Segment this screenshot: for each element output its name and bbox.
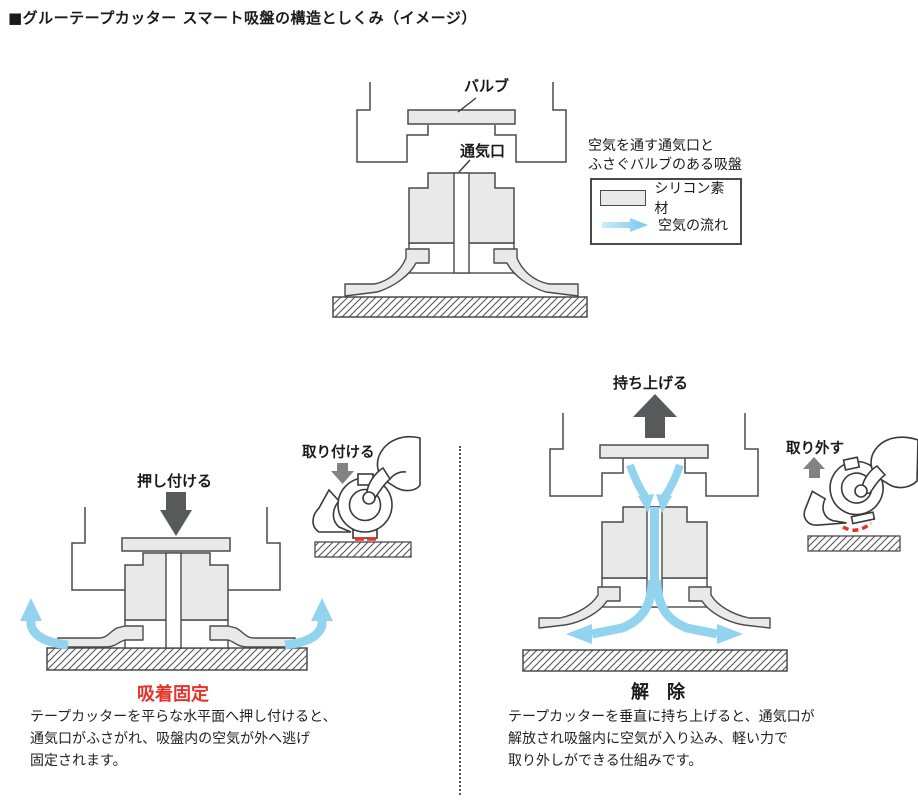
lift-label: 持ち上げる [613,374,689,392]
lift-up-arrow-icon [633,394,677,438]
housing-right [494,82,567,163]
legend-airflow-label: 空気の流れ [658,218,728,234]
suction-cup-left [344,248,430,297]
release-description: テープカッターを垂直に持ち上げると、通気口が 解放され吸盤内に空気が入り込み、軽… [508,706,815,772]
vent-channel [453,172,470,274]
cutter-stand [312,488,352,533]
section-divider [459,446,461,795]
ground-surface [522,649,788,672]
detach-hand-illustration [803,436,918,552]
legend-silicone-label: シリコン素材 [654,181,725,217]
legend-row-airflow: 空気の流れ [600,214,732,236]
cutter-stand [803,490,847,527]
release-caption: 解 除 [631,682,685,703]
fixed-description: テープカッターを平らな水平面へ押し付けると、 通気口がふさがれ、吸盤内の空気が外… [30,706,337,772]
legend-box: シリコン素材 空気の流れ [590,178,742,245]
suction-cup-right [493,248,579,297]
valve-bar-open [599,444,709,459]
valve-label: バルブ [464,77,510,95]
suction-cup-right [688,586,771,629]
ground-surface [807,535,901,552]
legend-note-line2: ふさぐバルブのある吸盤 [588,157,742,173]
press-down-arrow-icon [160,492,192,536]
suction-cup-right-flattened [209,625,296,648]
release-description-line2: 解放され吸盤内に空気が入り込み、軽い力で [508,731,788,747]
hand-lifting [854,436,918,498]
air-intake-arrows [566,463,743,644]
legend-note: 空気を通す通気口と ふさぐバルブのある吸盤 [588,137,742,175]
valve-bar-closed [121,537,231,552]
airflow-arrow-icon [602,218,648,232]
housing-left [71,507,125,591]
legend-row-silicone: シリコン素材 [600,181,732,217]
press-label: 押し付ける [137,472,213,490]
legend-note-line1: 空気を通す通気口と [588,138,714,154]
attach-hand-illustration [312,436,421,558]
valve-leader-line [457,97,477,113]
housing-right [684,413,759,497]
flow-arrowhead-left-icon [20,598,42,621]
fixed-caption: 吸着固定 [137,684,209,705]
vent-label: 通気口 [460,142,506,160]
attach-label: 取り付ける [302,445,375,461]
fixed-description-line2: 通気口がふさがれ、吸盤内の空気が外へ逃げ [30,731,311,747]
detach-label: 取り外す [786,441,844,457]
valve-bar [407,109,516,125]
ground-surface [46,647,308,671]
flow-arrowhead-left-icon [566,624,592,644]
housing-right [228,507,281,591]
detach-arrow-icon [803,457,825,478]
suction-cup-left-flattened [57,625,144,648]
fixed-description-line3: 固定されます。 [30,753,127,769]
attach-arrow-icon [331,463,354,484]
released-seal-marks [842,521,873,532]
flow-arrowhead-right-icon [311,598,333,621]
housing-left [356,82,429,163]
housing-left [549,413,624,497]
release-description-line1: テープカッターを垂直に持ち上げると、通気口が [508,709,815,725]
suction-cup-left [538,586,621,629]
vent-channel [165,552,182,649]
release-description-line3: 取り外しができる仕組みです。 [508,753,703,769]
silicone-swatch-icon [600,190,647,206]
lift-release-diagram [522,394,788,672]
hand-pressing [362,436,421,505]
flow-arrowhead-right-icon [717,624,743,644]
cutter-top-clip [842,456,861,471]
ground-surface [314,541,412,558]
tape-cutter [312,473,393,539]
air-escape-arrows [20,598,333,650]
page-title: ■グルーテープカッター スマート吸盤の構造としくみ（イメージ） [8,9,477,27]
press-fix-diagram [20,492,333,671]
fixed-description-line1: テープカッターを平らな水平面へ押し付けると、 [30,709,337,725]
ground-surface [332,296,588,318]
vent-leader-line [458,159,471,173]
suction-structure-diagram [332,82,588,318]
